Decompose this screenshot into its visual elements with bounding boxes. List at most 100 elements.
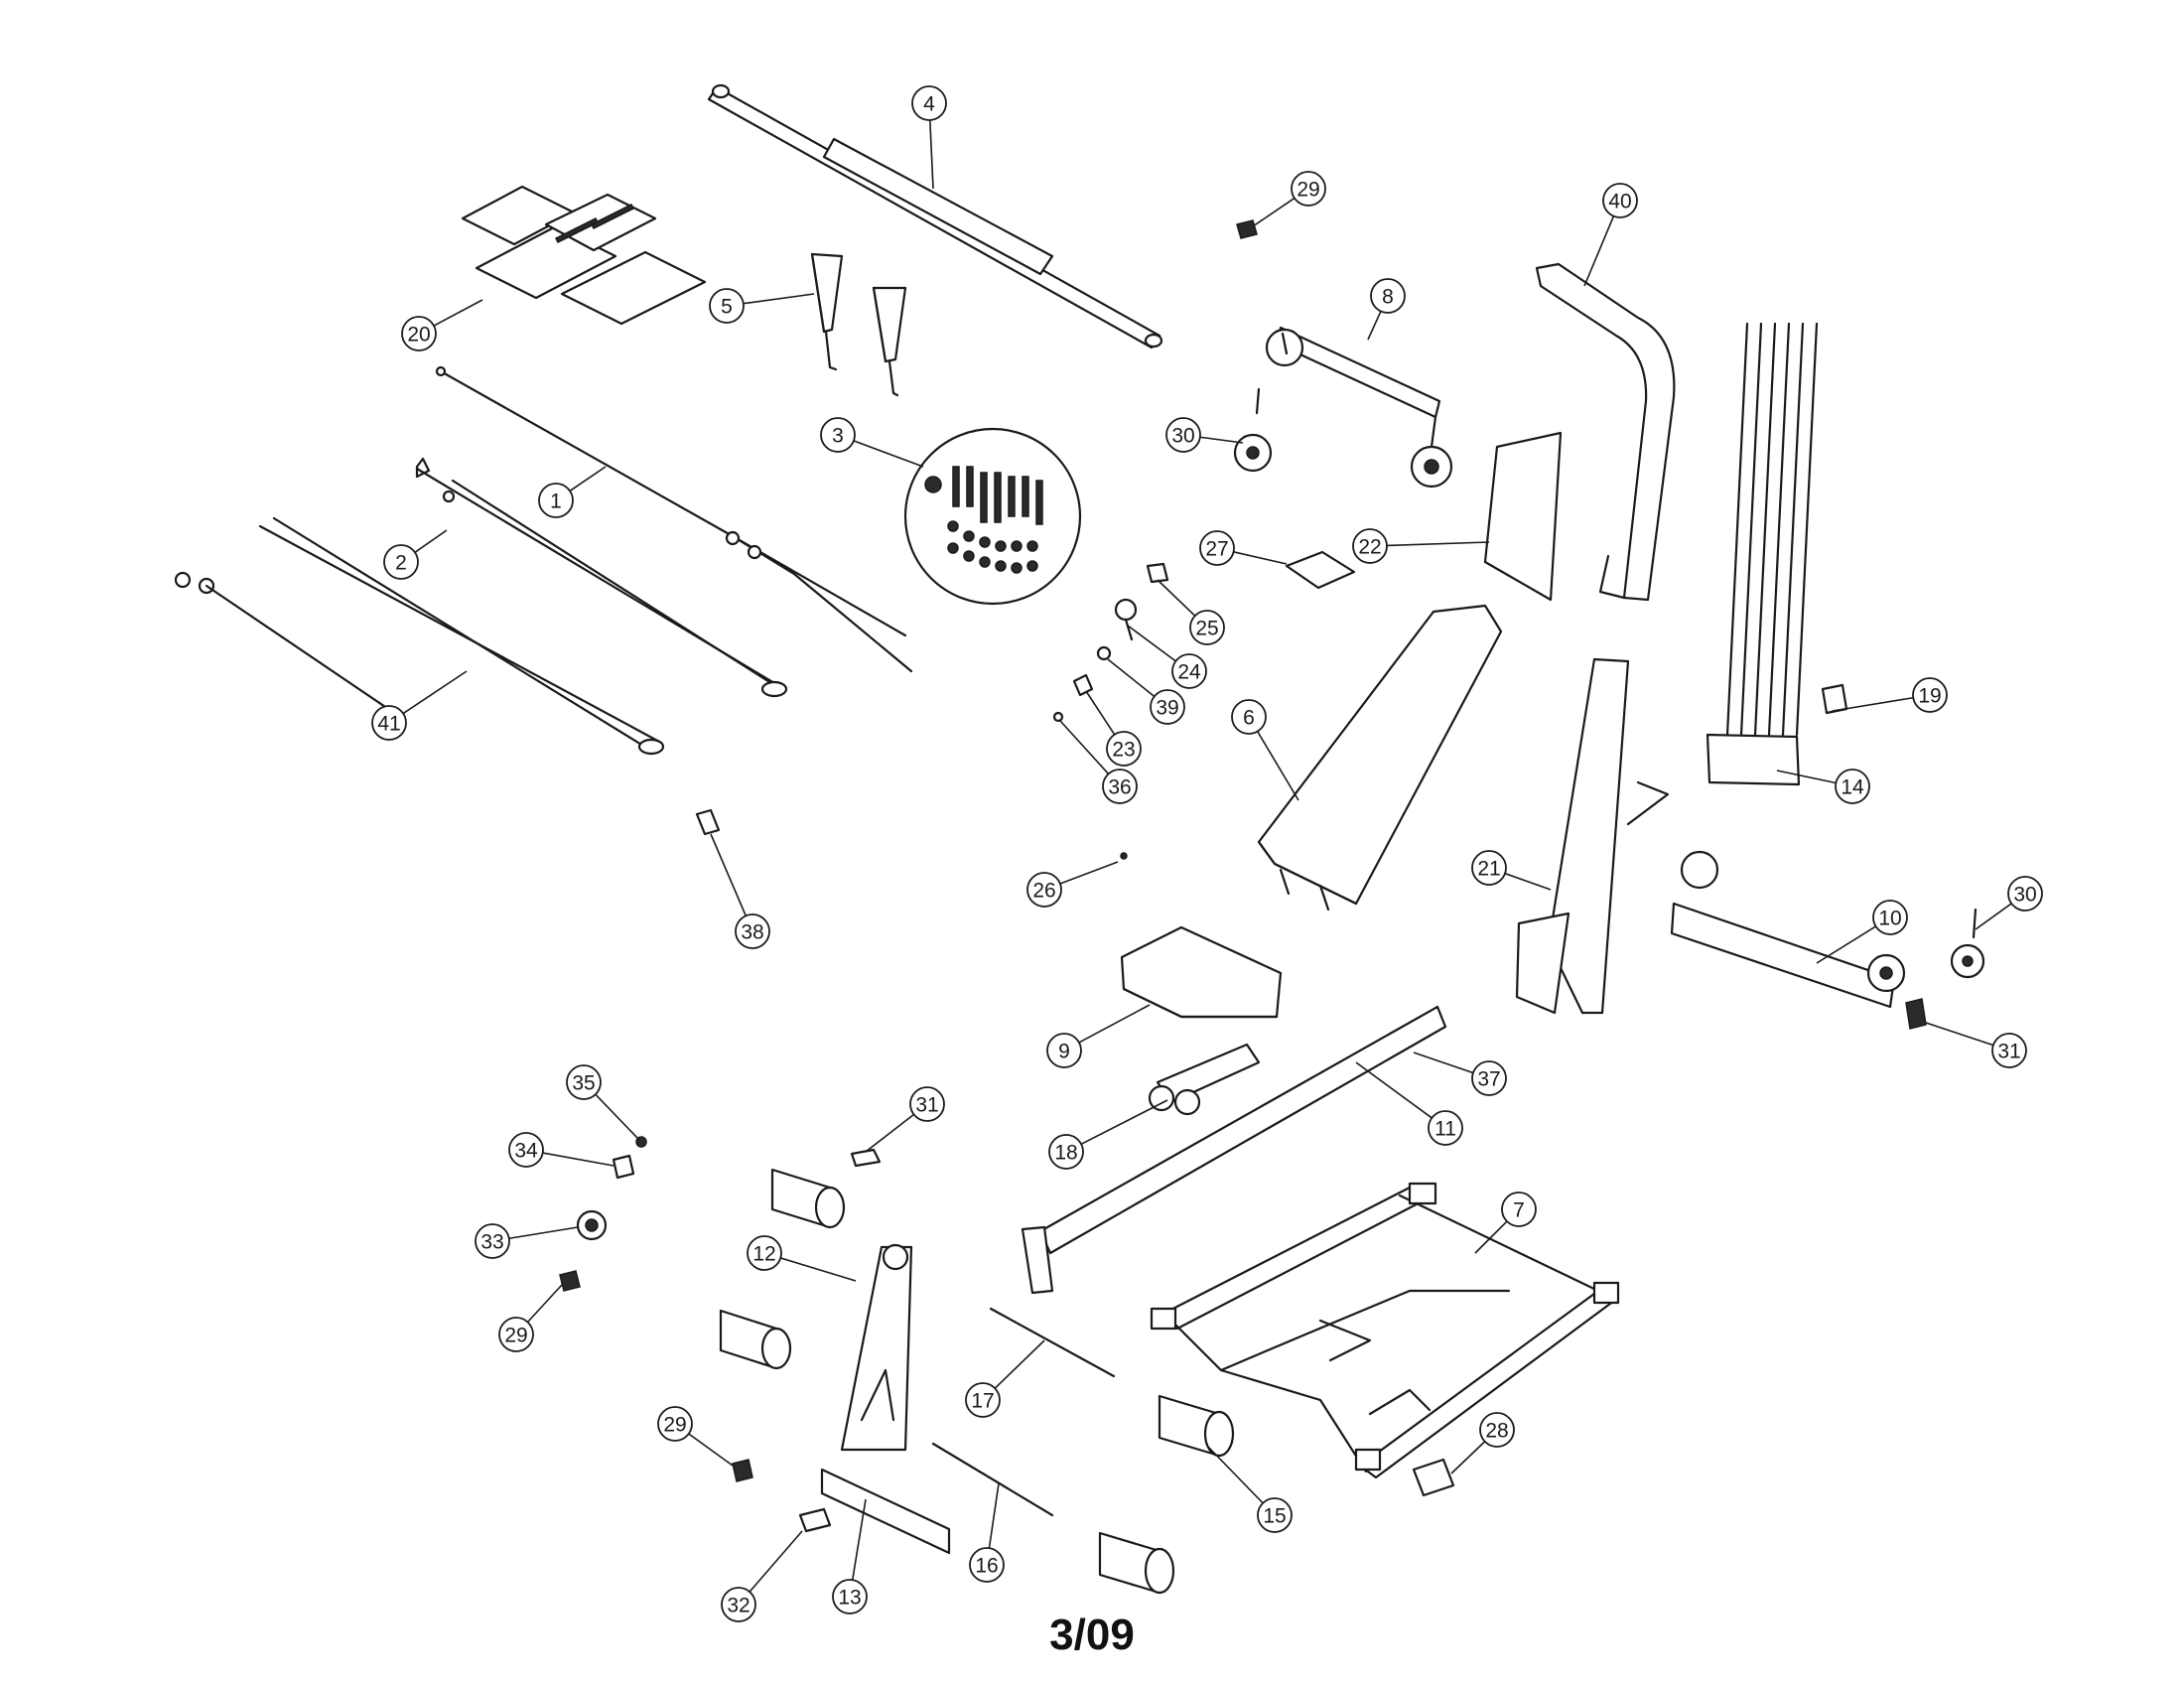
- callout-circle: [1171, 653, 1207, 689]
- callout-leader-line: [1832, 696, 1914, 712]
- callout-circle: [1199, 530, 1235, 566]
- callout-leader-line: [402, 670, 468, 715]
- callout-29: 29: [657, 1406, 734, 1467]
- page-code: 3/09: [1049, 1611, 1135, 1659]
- callout-leader-line: [1199, 436, 1244, 444]
- callout-leader-line: [1206, 1445, 1264, 1504]
- part-pulley: [1233, 387, 1273, 473]
- callout-leader-line: [853, 440, 924, 468]
- part-lower-crossbar: [1670, 850, 1906, 1009]
- callout-28: 28: [1450, 1412, 1515, 1474]
- callout-circle: [498, 1317, 534, 1352]
- callout-circle: [538, 483, 574, 518]
- part-cable-2: [415, 457, 788, 698]
- part-hardware-pack: [903, 427, 1082, 606]
- callout-number: 14: [1841, 776, 1864, 799]
- part-pulley-right: [1950, 908, 1985, 979]
- part-seat-bracket: [1148, 1043, 1261, 1116]
- callout-number: 41: [377, 713, 400, 736]
- callout-leader-line: [1085, 690, 1116, 736]
- callout-circle: [820, 417, 856, 453]
- part-end-cap-lower: [732, 1459, 753, 1482]
- part-bracket: [1285, 550, 1356, 590]
- callout-leader-line: [526, 1284, 563, 1324]
- callout-circle: [383, 544, 419, 580]
- part-end-cap-right: [1905, 998, 1927, 1030]
- callout-leader-line: [928, 119, 934, 190]
- callout-number: 38: [741, 921, 763, 944]
- part-pulley-crossbar: [1265, 326, 1453, 489]
- callout-circle: [1231, 699, 1267, 735]
- parts-drawing: [174, 83, 1985, 1595]
- part-small-bracket: [1072, 673, 1094, 697]
- part-rod-17: [989, 1307, 1116, 1378]
- callout-leader-line: [1157, 579, 1196, 617]
- callout-number: 36: [1108, 776, 1131, 799]
- part-seat-pad: [1120, 925, 1283, 1019]
- callout-22: 22: [1352, 528, 1490, 564]
- callout-leader-line: [1474, 1220, 1508, 1254]
- callout-35: 35: [566, 1064, 640, 1141]
- part-pin: [1120, 852, 1128, 860]
- callout-number: 29: [663, 1414, 686, 1437]
- callout-number: 16: [975, 1555, 998, 1578]
- callout-number: 26: [1032, 880, 1055, 903]
- callout-9: 9: [1046, 1004, 1151, 1068]
- callout-1: 1: [538, 466, 607, 518]
- callout-3: 3: [820, 417, 924, 468]
- callout-number: 34: [514, 1140, 538, 1163]
- part-foot: [1412, 1458, 1455, 1497]
- callout-number: 15: [1263, 1505, 1286, 1528]
- callout-leader-line: [710, 833, 748, 916]
- callout-leader-line: [1975, 903, 2012, 930]
- callout-25: 25: [1157, 579, 1225, 645]
- callout-19: 19: [1832, 677, 1948, 713]
- callout-circle: [1189, 610, 1225, 645]
- callout-29: 29: [498, 1284, 563, 1352]
- callout-circle: [2007, 876, 2043, 912]
- callout-circle: [1991, 1033, 2027, 1068]
- callout-number: 33: [480, 1231, 503, 1254]
- callout-number: 30: [2013, 884, 2036, 907]
- callout-number: 29: [1297, 179, 1319, 202]
- callout-circle: [709, 288, 745, 324]
- callout-13: 13: [832, 1498, 868, 1614]
- callout-circle: [1479, 1412, 1515, 1448]
- callout-5: 5: [709, 288, 815, 324]
- callout-circle: [735, 913, 770, 949]
- callout-number: 40: [1608, 191, 1631, 213]
- callout-32: 32: [721, 1530, 803, 1622]
- callout-41: 41: [371, 670, 468, 741]
- callout-23: 23: [1085, 690, 1142, 767]
- callout-12: 12: [747, 1235, 857, 1282]
- callout-circle: [969, 1547, 1005, 1583]
- callout-leader-line: [595, 1093, 640, 1141]
- part-leg-base: [820, 1468, 951, 1555]
- callout-number: 7: [1513, 1199, 1525, 1222]
- callout-number: 10: [1878, 908, 1901, 930]
- callout-circle: [1370, 278, 1406, 314]
- part-end-cap: [1236, 219, 1258, 239]
- callout-number: 18: [1054, 1142, 1077, 1165]
- part-backrest-pad: [1257, 604, 1503, 912]
- part-ball: [1096, 645, 1112, 661]
- callout-number: 8: [1382, 286, 1394, 309]
- callout-number: 31: [915, 1094, 938, 1117]
- callout-leader-line: [1233, 551, 1288, 565]
- part-curved-mast: [1535, 262, 1676, 602]
- callout-circle: [1150, 689, 1185, 725]
- part-weight-rods: [1706, 322, 1848, 786]
- callout-29: 29: [1252, 171, 1326, 227]
- callout-circle: [1257, 1497, 1293, 1533]
- part-upright-frame: [1515, 657, 1670, 1015]
- part-main-rail: [1021, 1005, 1447, 1295]
- callout-leader-line: [1127, 625, 1176, 662]
- callout-2: 2: [383, 529, 448, 580]
- callout-leader-line: [851, 1498, 867, 1581]
- part-base-frame: [1150, 1182, 1620, 1479]
- callout-33: 33: [475, 1223, 579, 1259]
- callout-circle: [1602, 183, 1638, 218]
- callout-number: 4: [923, 93, 935, 116]
- callout-number: 22: [1358, 536, 1381, 559]
